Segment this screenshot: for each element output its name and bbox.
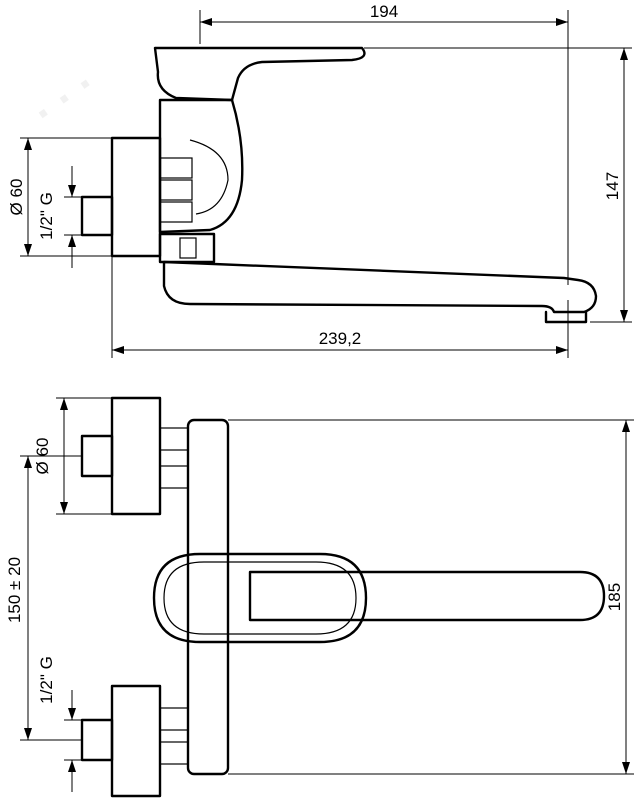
side-view-dimensions: 194 147 239,2 Ø 60 1/2" G xyxy=(7,2,632,358)
spout-aerator xyxy=(544,310,588,324)
lower-fixing-rib xyxy=(159,741,189,765)
spout xyxy=(162,260,598,314)
dimension-diameter-60-top: Ø 60 xyxy=(7,179,26,216)
dimension-147: 147 xyxy=(603,172,622,200)
lower-inlet-connector xyxy=(80,718,114,762)
upper-wall-flange xyxy=(110,396,162,516)
body-detail xyxy=(189,139,229,215)
side-view xyxy=(80,46,598,324)
fixing-rib xyxy=(159,179,193,201)
lever-handle-front xyxy=(152,552,368,644)
lower-fixing-rib xyxy=(159,707,189,731)
diverter-button xyxy=(179,237,197,259)
mixer-body xyxy=(158,98,244,234)
handle-inner-outline xyxy=(163,561,357,635)
inlet-connector xyxy=(80,195,114,237)
lower-wall-flange xyxy=(110,684,162,798)
mixer-body-front xyxy=(186,418,230,776)
spout-front xyxy=(248,570,606,622)
wall-flange xyxy=(110,136,162,258)
dimension-194: 194 xyxy=(370,2,398,21)
dimension-185: 185 xyxy=(605,583,624,611)
dimension-239-2: 239,2 xyxy=(319,329,362,348)
fixing-rib xyxy=(159,201,193,223)
front-view xyxy=(80,396,606,798)
watermark: . . . xyxy=(16,49,98,128)
dimension-spacing-150: 150 ± 20 xyxy=(5,557,24,623)
upper-inlet-connector xyxy=(80,434,114,478)
front-view-dimensions: Ø 60 150 ± 20 1/2" G 185 xyxy=(5,397,634,792)
svg-text:. . .: . . . xyxy=(16,49,98,128)
dimension-thread-top: 1/2" G xyxy=(37,192,56,240)
upper-fixing-rib xyxy=(159,465,189,489)
upper-fixing-rib xyxy=(159,427,189,451)
dimension-thread-bottom: 1/2" G xyxy=(37,656,56,704)
lever-handle xyxy=(153,46,366,102)
fixing-rib xyxy=(159,157,193,179)
